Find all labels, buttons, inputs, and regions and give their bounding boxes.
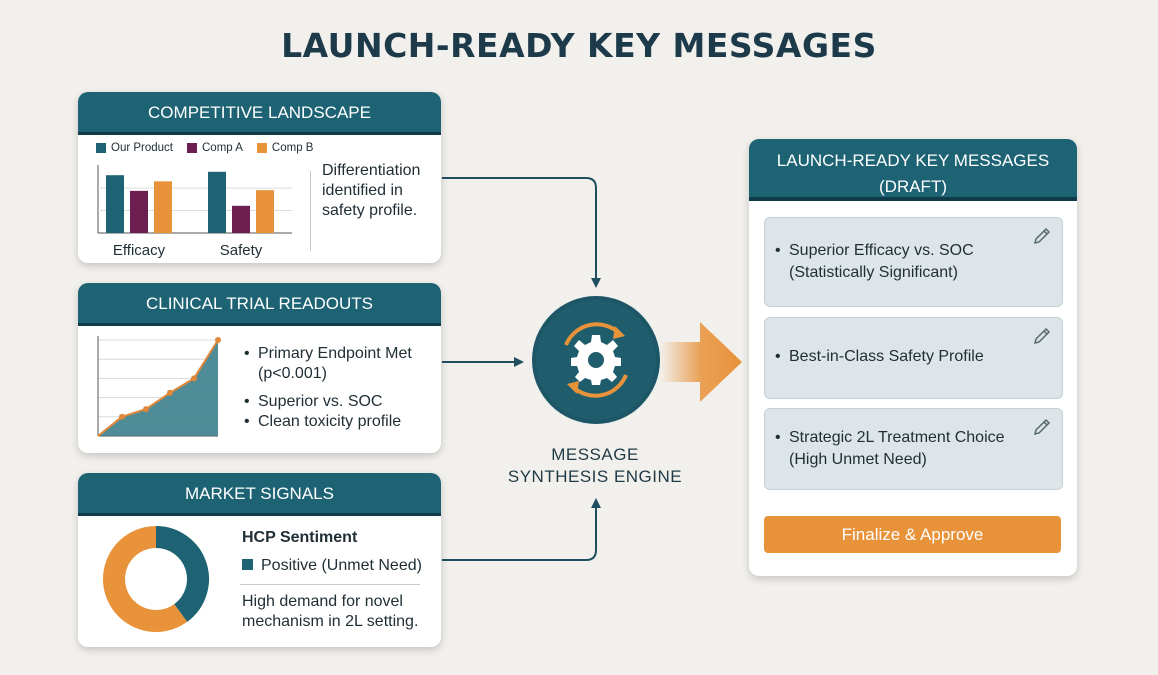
donut-slice-other [103,526,188,632]
divider [240,584,420,585]
connector-competitive [442,177,601,288]
clinical-bullet: Superior vs. SOC [242,392,432,412]
bar-legend: Our Product Comp A Comp B [96,142,313,154]
bar-comp-a [232,205,250,233]
pencil-icon[interactable] [1032,226,1052,246]
area-fill [98,340,218,436]
message-text: Best-in-Class Safety Profile [789,348,984,365]
data-point [191,375,197,382]
sentiment-swatch [242,559,253,570]
key-messages-card: LAUNCH-READY KEY MESSAGES (DRAFT) Superi… [749,139,1077,576]
bar-comp-b [256,190,274,233]
x-tick-label: Efficacy [113,242,166,259]
key-messages-subtitle: (DRAFT) [879,177,947,196]
refresh-arrows-icon [564,322,628,398]
connector-market [442,498,601,561]
sentiment-title: HCP Sentiment [242,529,358,546]
finalize-approve-button[interactable]: Finalize & Approve [764,516,1061,553]
data-point [167,389,173,396]
clinical-bullets: Primary Endpoint Met (p<0.001) Superior … [242,344,432,440]
message-item[interactable]: Best-in-Class Safety Profile [764,317,1063,399]
clinical-trial-header: CLINICAL TRIAL READOUTS [78,283,441,326]
message-item[interactable]: Superior Efficacy vs. SOC (Statistically… [764,217,1063,307]
key-messages-header: LAUNCH-READY KEY MESSAGES (DRAFT) [749,139,1077,201]
competitive-landscape-header: COMPETITIVE LANDSCAPE [78,92,441,135]
legend-label-our-product: Our Product [111,142,173,154]
synthesis-engine [532,296,660,424]
donut-chart [103,526,209,632]
bar-chart: Efficacy Safety [97,165,292,259]
bar-comp-a [130,190,148,233]
market-signals-header: MARKET SIGNALS [78,473,441,516]
legend-swatch-our-product [96,143,106,153]
area-chart [97,336,221,437]
clinical-bullet: Clean toxicity profile [242,412,432,432]
data-point [119,413,125,420]
key-messages-title: LAUNCH-READY KEY MESSAGES [776,151,1050,170]
message-text: Strategic 2L Treatment Choice (High Unme… [789,429,1005,468]
data-point [215,337,221,343]
output-arrow [660,322,742,402]
clinical-bullet: Primary Endpoint Met (p<0.001) [242,344,432,384]
page-title: LAUNCH-READY KEY MESSAGES [281,26,877,65]
legend-swatch-comp-a [187,143,197,153]
engine-label-line2: SYNTHESIS ENGINE [507,467,683,486]
pencil-icon[interactable] [1032,417,1052,437]
market-note: High demand for novel mechanism in 2L se… [242,593,419,630]
gear-icon [571,335,621,385]
bar-our-product [208,171,226,233]
x-tick-label: Safety [220,242,263,259]
legend-label-comp-a: Comp A [202,142,243,154]
pencil-icon[interactable] [1032,326,1052,346]
legend-swatch-comp-b [256,143,267,153]
sentiment-legend: Positive (Unmet Need) [242,556,422,576]
engine-label-line1: MESSAGE [551,445,639,464]
message-item[interactable]: Strategic 2L Treatment Choice (High Unme… [764,408,1063,490]
data-point [143,406,149,413]
engine-label: MESSAGE SYNTHESIS ENGINE [480,444,710,488]
sentiment-legend-label: Positive (Unmet Need) [261,557,422,574]
bar-comp-b [154,181,172,233]
competitive-note: Differentiation identified in safety pro… [322,162,421,219]
clinical-trial-card: CLINICAL TRIAL READOUTS Primary Endpoint… [78,283,441,453]
divider [310,171,311,251]
competitive-landscape-card: COMPETITIVE LANDSCAPE Our Product Comp A… [78,92,441,263]
message-text: Superior Efficacy vs. SOC (Statistically… [789,242,974,281]
market-signals-card: MARKET SIGNALS HCP Sentiment Positive (U… [78,473,441,647]
bar-our-product [106,175,124,233]
donut-slice-positive [155,526,209,622]
area-line [97,339,219,437]
legend-label-comp-b: Comp B [271,142,314,154]
